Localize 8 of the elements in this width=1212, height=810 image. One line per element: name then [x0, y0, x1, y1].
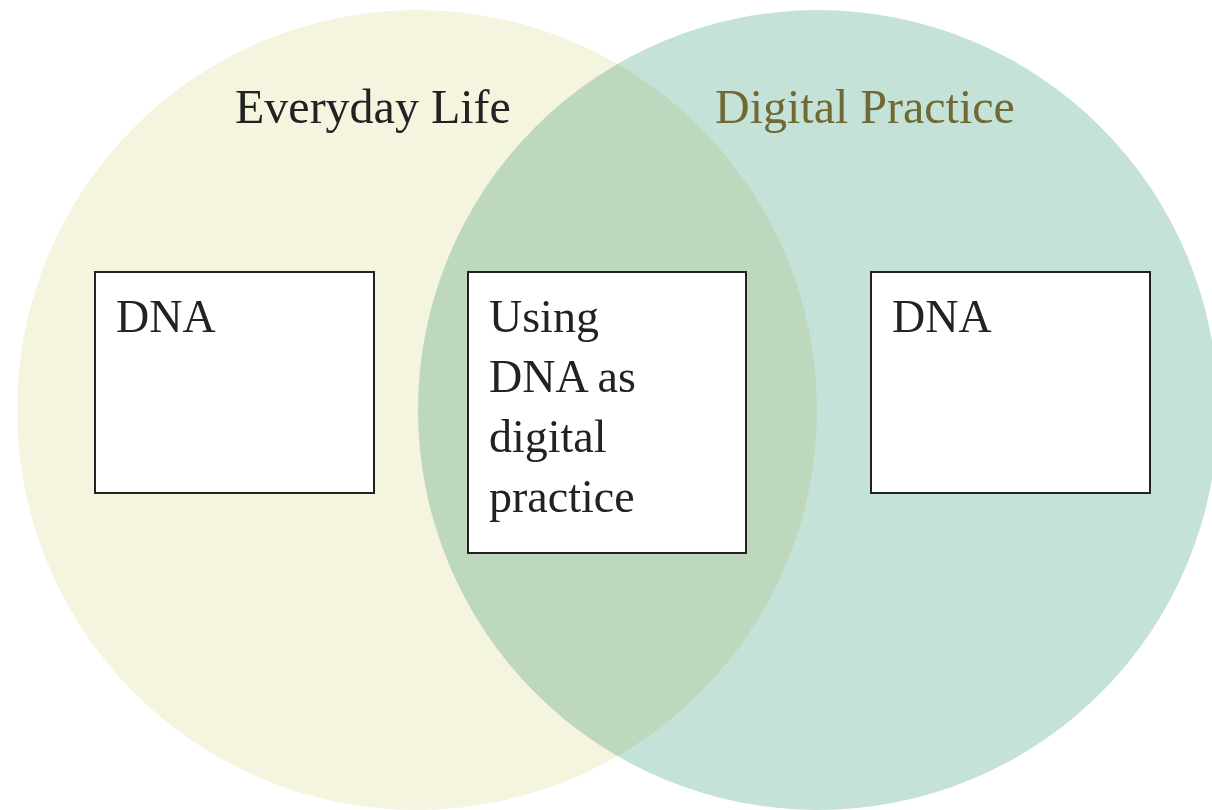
text-box — [870, 271, 1151, 494]
box-text: Using DNA as digital practice — [489, 290, 637, 524]
box-text: DNA — [116, 290, 217, 344]
circle-title: Digital Practice — [715, 79, 1015, 135]
text-box — [467, 271, 747, 554]
text-box — [94, 271, 375, 494]
box-text: DNA — [892, 290, 993, 344]
circle-title: Everyday Life — [235, 79, 511, 135]
